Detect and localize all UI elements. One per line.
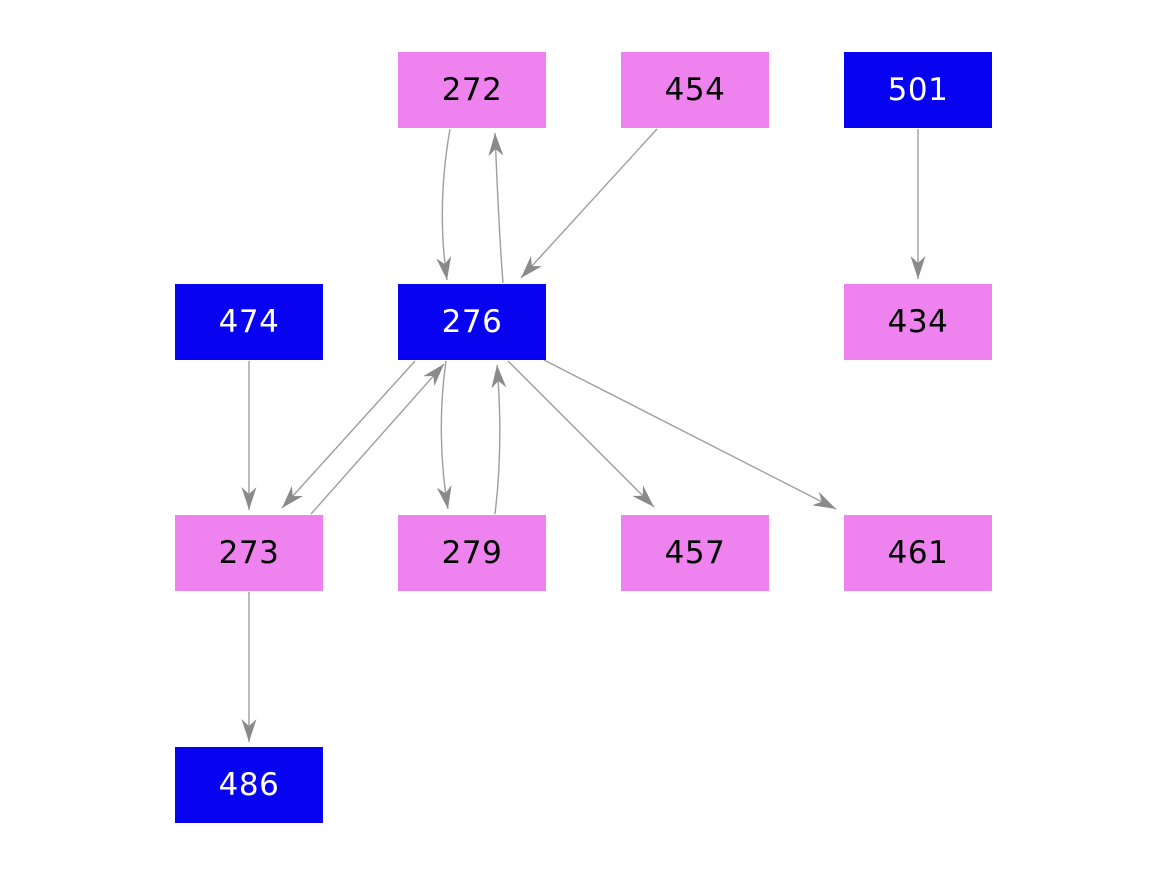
node-label-501: 501 [887,71,949,108]
node-label-486: 486 [218,766,280,803]
graph-node-434[interactable]: 434 [844,284,992,360]
node-label-276: 276 [441,303,503,340]
node-label-457: 457 [664,534,726,571]
graph-node-272[interactable]: 272 [398,52,546,128]
graph-node-474[interactable]: 474 [175,284,323,360]
graph-node-276[interactable]: 276 [398,284,546,360]
node-label-273: 273 [218,534,280,571]
node-label-279: 279 [441,534,503,571]
graph-node-461[interactable]: 461 [844,515,992,591]
graph-node-279[interactable]: 279 [398,515,546,591]
graph-node-486[interactable]: 486 [175,747,323,823]
node-label-454: 454 [664,71,726,108]
graph-node-454[interactable]: 454 [621,52,769,128]
graph-node-273[interactable]: 273 [175,515,323,591]
graph-node-501[interactable]: 501 [844,52,992,128]
node-label-461: 461 [887,534,949,571]
node-label-434: 434 [887,303,949,340]
node-label-474: 474 [218,303,280,340]
node-label-272: 272 [441,71,503,108]
graph-node-457[interactable]: 457 [621,515,769,591]
